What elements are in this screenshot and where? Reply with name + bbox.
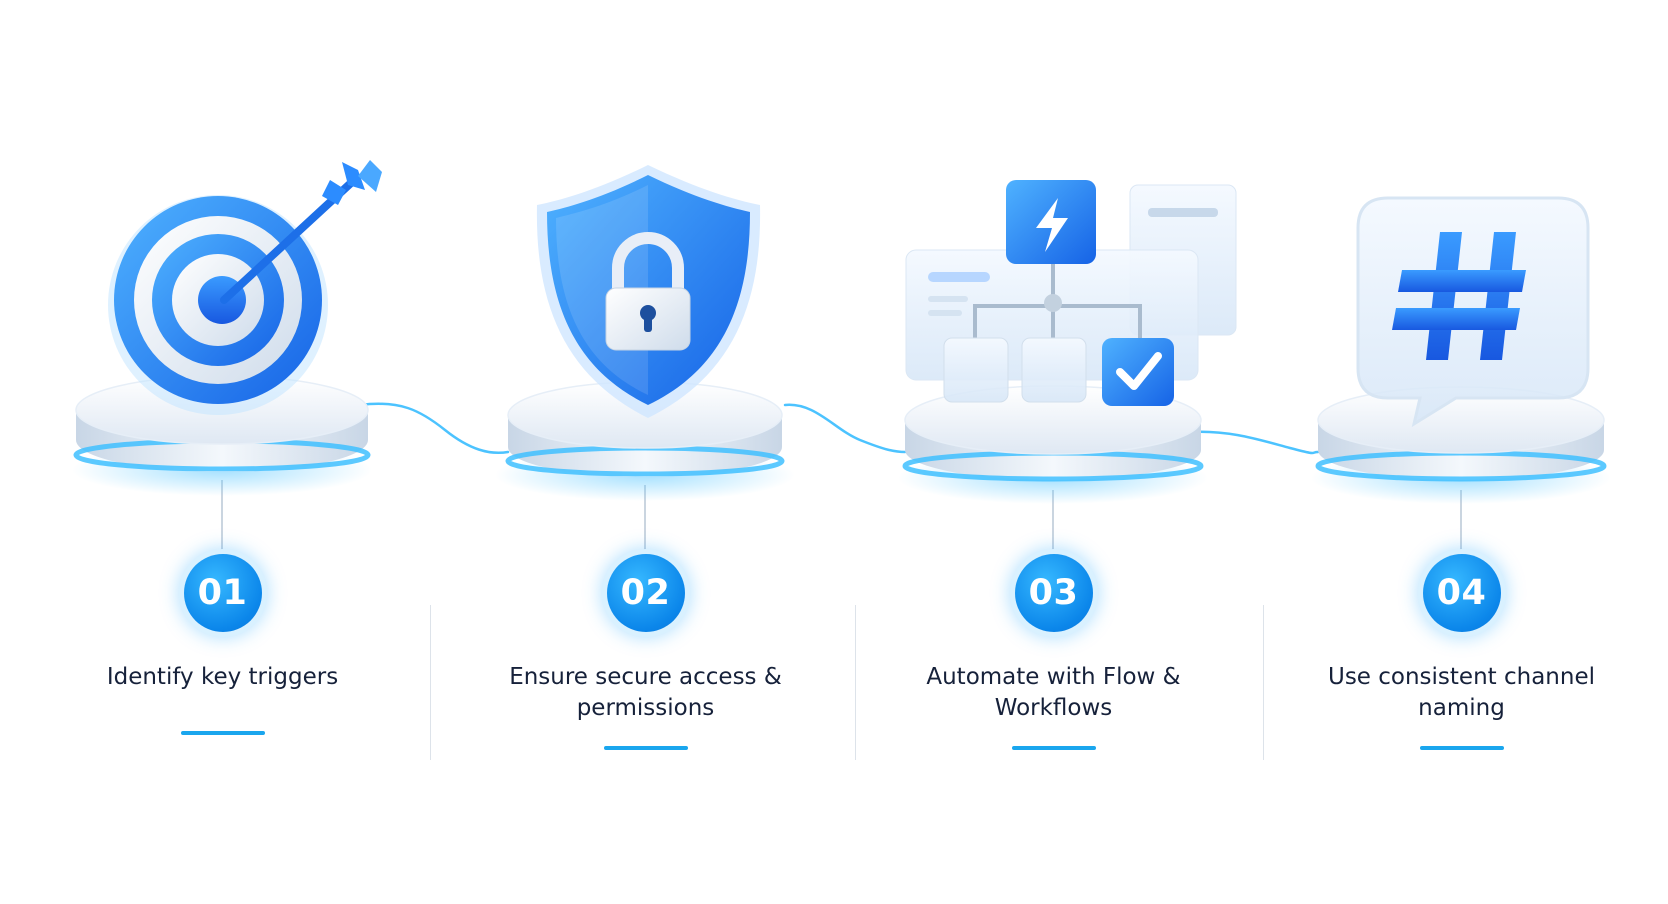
step-card-3: 03 Automate with Flow & Workflows <box>845 0 1262 904</box>
step-underline <box>603 746 688 750</box>
step-underline <box>1011 746 1096 750</box>
step-underline <box>1419 746 1504 750</box>
workflow-automation-icon <box>905 180 1237 406</box>
target-arrow-icon <box>108 160 382 415</box>
pedestal-4 <box>1311 386 1611 504</box>
step-card-1: 01 Identify key triggers <box>14 0 431 904</box>
step-underline <box>180 731 265 735</box>
step-label: Identify key triggers <box>106 664 339 690</box>
step-number-badge: 04 <box>1422 554 1501 632</box>
step-label: Use consistent channel naming <box>1327 664 1595 721</box>
column-divider-3 <box>1263 605 1264 760</box>
step-number-badge: 01 <box>183 554 262 632</box>
connector-cables <box>358 402 1320 455</box>
step-number-badge: 03 <box>1014 554 1093 632</box>
step-card-4: 04 Use consistent channel naming <box>1253 0 1668 904</box>
column-divider-2 <box>855 605 856 760</box>
pedestal-3 <box>898 385 1208 504</box>
shield-lock-icon <box>536 165 761 418</box>
step-number-badge: 02 <box>606 554 685 632</box>
step-card-2: 02 Ensure secure access & permissions <box>437 0 854 904</box>
step-label: Ensure secure access & permissions <box>509 664 782 721</box>
column-divider-1 <box>430 605 431 760</box>
step-label: Automate with Flow & Workflows <box>926 664 1181 721</box>
hashtag-chat-icon <box>1356 196 1590 428</box>
